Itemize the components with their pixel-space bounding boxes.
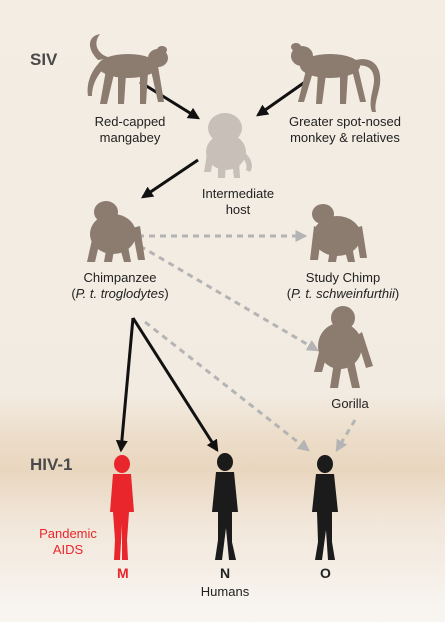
label-aids: AIDS	[52, 542, 84, 557]
human-m-silhouette	[110, 455, 134, 560]
arrow-gorilla-to-o	[335, 419, 357, 453]
label-mangabey-line1: Red-capped	[94, 114, 166, 129]
label-pandemic: Pandemic	[39, 526, 97, 541]
arrow-spotnosed-to-intermediate	[256, 80, 306, 117]
label-gorilla: Gorilla	[331, 396, 369, 411]
arrow-chimp-to-gorilla	[139, 244, 320, 352]
label-study-chimp-species-line: (P. t. schweinfurthii)	[268, 286, 418, 302]
label-chimpanzee-line1: Chimpanzee	[83, 270, 157, 285]
arrow-intermediate-to-chimp	[141, 158, 199, 199]
label-study-chimp-species: P. t. schweinfurthii	[291, 286, 395, 301]
chimpanzee-silhouette	[87, 201, 145, 262]
paren-close: )	[394, 286, 400, 301]
label-humans: Humans	[200, 584, 250, 599]
paren-open: (	[71, 286, 76, 301]
section-hiv: HIV-1	[30, 455, 73, 474]
spotnosed-silhouette	[291, 43, 381, 112]
mangabey-silhouette	[87, 34, 168, 104]
label-chimpanzee-species-line: (P. t. troglodytes)	[50, 286, 190, 302]
label-intermediate-line1: Intermediate	[201, 186, 275, 201]
label-chimpanzee: Chimpanzee (P. t. troglodytes)	[50, 270, 190, 302]
label-intermediate-line2: host	[225, 202, 251, 217]
human-o-silhouette	[312, 455, 338, 560]
label-group-n: N	[220, 565, 231, 581]
study-chimp-silhouette	[310, 204, 367, 262]
human-n-silhouette	[212, 453, 238, 560]
gorilla-silhouette	[314, 306, 373, 388]
section-siv: SIV	[30, 50, 58, 69]
arrow-chimp-to-o	[144, 320, 310, 452]
paren-close: )	[164, 286, 169, 301]
label-spotnosed-line1: Greater spot-nosed	[288, 114, 401, 129]
label-intermediate: Intermediate host	[178, 186, 298, 218]
label-spotnosed: Greater spot-nosed monkey & relatives	[265, 114, 425, 146]
arrow-chimp-to-n	[131, 317, 219, 453]
arrow-mangabey-to-intermediate	[139, 80, 201, 120]
label-group-m: M	[117, 565, 129, 581]
paren-open: (	[286, 286, 292, 301]
label-study-chimp: Study Chimp (P. t. schweinfurthii)	[268, 270, 418, 302]
label-pandemic-aids: Pandemic AIDS	[28, 526, 108, 558]
label-spotnosed-line2: monkey & relatives	[290, 130, 400, 145]
label-mangabey-line2: mangabey	[99, 130, 161, 145]
arrow-chimp-to-m	[115, 317, 135, 453]
label-study-chimp-line1: Study Chimp	[305, 270, 381, 285]
intermediate-host-silhouette	[204, 113, 252, 178]
label-group-o: O	[320, 565, 331, 581]
label-mangabey: Red-capped mangabey	[70, 114, 190, 146]
label-chimpanzee-species: P. t. troglodytes	[75, 286, 165, 301]
